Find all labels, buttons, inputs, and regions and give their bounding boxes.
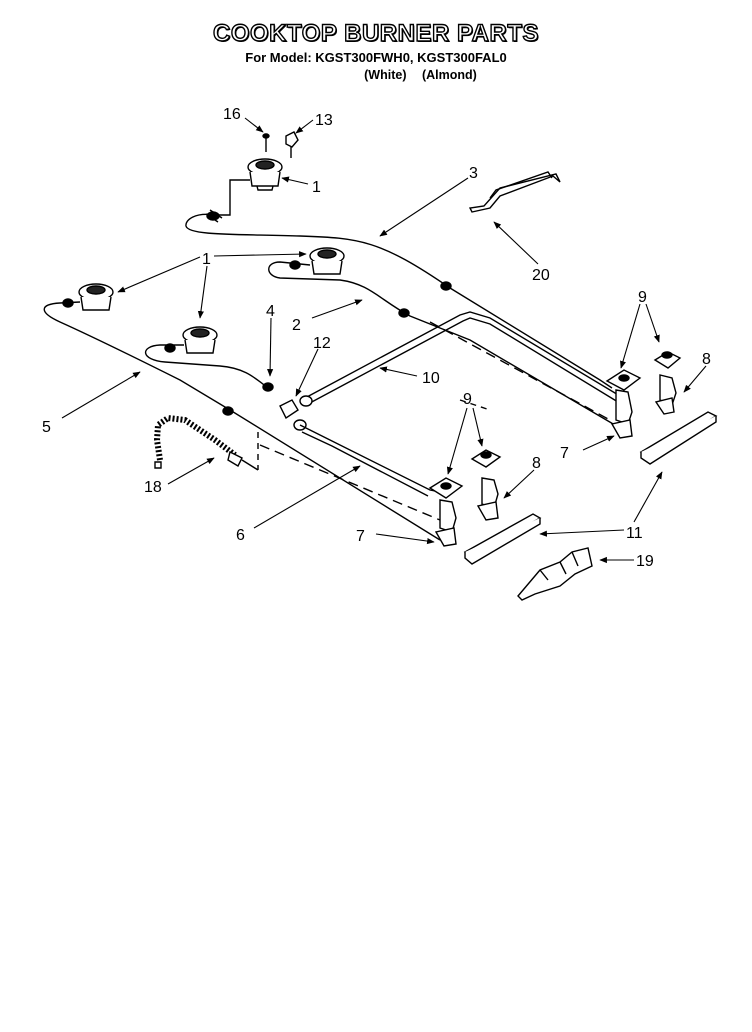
- callout-3: 3: [469, 165, 478, 182]
- parts-drawing: [43, 131, 718, 601]
- callout-5: 5: [42, 419, 51, 436]
- callout-7-right: 7: [560, 445, 569, 462]
- fitting-12: [279, 399, 299, 420]
- tube-4: [144, 344, 269, 389]
- burner-left: [78, 283, 114, 311]
- leader-lines: [61, 117, 707, 564]
- callout-labels: 16 13 1 3 1 20 9 2 4 12 10 8 5 9 7 8 18 …: [42, 106, 711, 570]
- callout-8-right: 8: [702, 351, 711, 368]
- shield-19: [517, 547, 593, 601]
- burner-mid-lower: [182, 326, 218, 354]
- tube-2: [268, 261, 621, 429]
- callout-1-group: 1: [202, 251, 211, 268]
- page-title: COOKTOP BURNER PARTS: [212, 19, 540, 47]
- manifold-10: [304, 311, 621, 399]
- valve-group-left: [428, 449, 502, 547]
- callout-2: 2: [292, 317, 301, 334]
- callout-9-left: 9: [463, 391, 472, 408]
- callout-6: 6: [236, 527, 245, 544]
- model-numbers: For Model: KGST300FWH0, KGST300FAL0: [245, 50, 507, 65]
- tube-6: [299, 424, 441, 493]
- clip-13: [285, 131, 299, 158]
- callout-13: 13: [315, 112, 333, 129]
- callout-12: 12: [313, 335, 331, 352]
- callout-4: 4: [266, 303, 275, 320]
- callout-16: 16: [223, 106, 241, 123]
- hose-18: [153, 414, 237, 461]
- callout-7-left: 7: [356, 528, 365, 545]
- burner-top: [247, 158, 283, 191]
- color-variants: (White) (Almond): [0, 68, 752, 82]
- callout-19: 19: [636, 553, 654, 570]
- burner-mid-upper: [309, 247, 345, 275]
- callout-20: 20: [532, 267, 550, 284]
- valve-group-right: [605, 351, 682, 439]
- callout-10: 10: [422, 370, 440, 387]
- callout-8-left: 8: [532, 455, 541, 472]
- variant-almond: (Almond): [421, 68, 477, 82]
- callout-1-top: 1: [312, 179, 321, 196]
- callout-11: 11: [626, 525, 643, 542]
- tube-3: [185, 179, 613, 389]
- screw-16: [262, 133, 270, 152]
- bracket-20: [468, 173, 561, 213]
- callout-18: 18: [144, 479, 162, 496]
- variant-white: (White): [364, 68, 407, 82]
- callout-9-right: 9: [638, 289, 647, 306]
- tube-5: [43, 301, 441, 541]
